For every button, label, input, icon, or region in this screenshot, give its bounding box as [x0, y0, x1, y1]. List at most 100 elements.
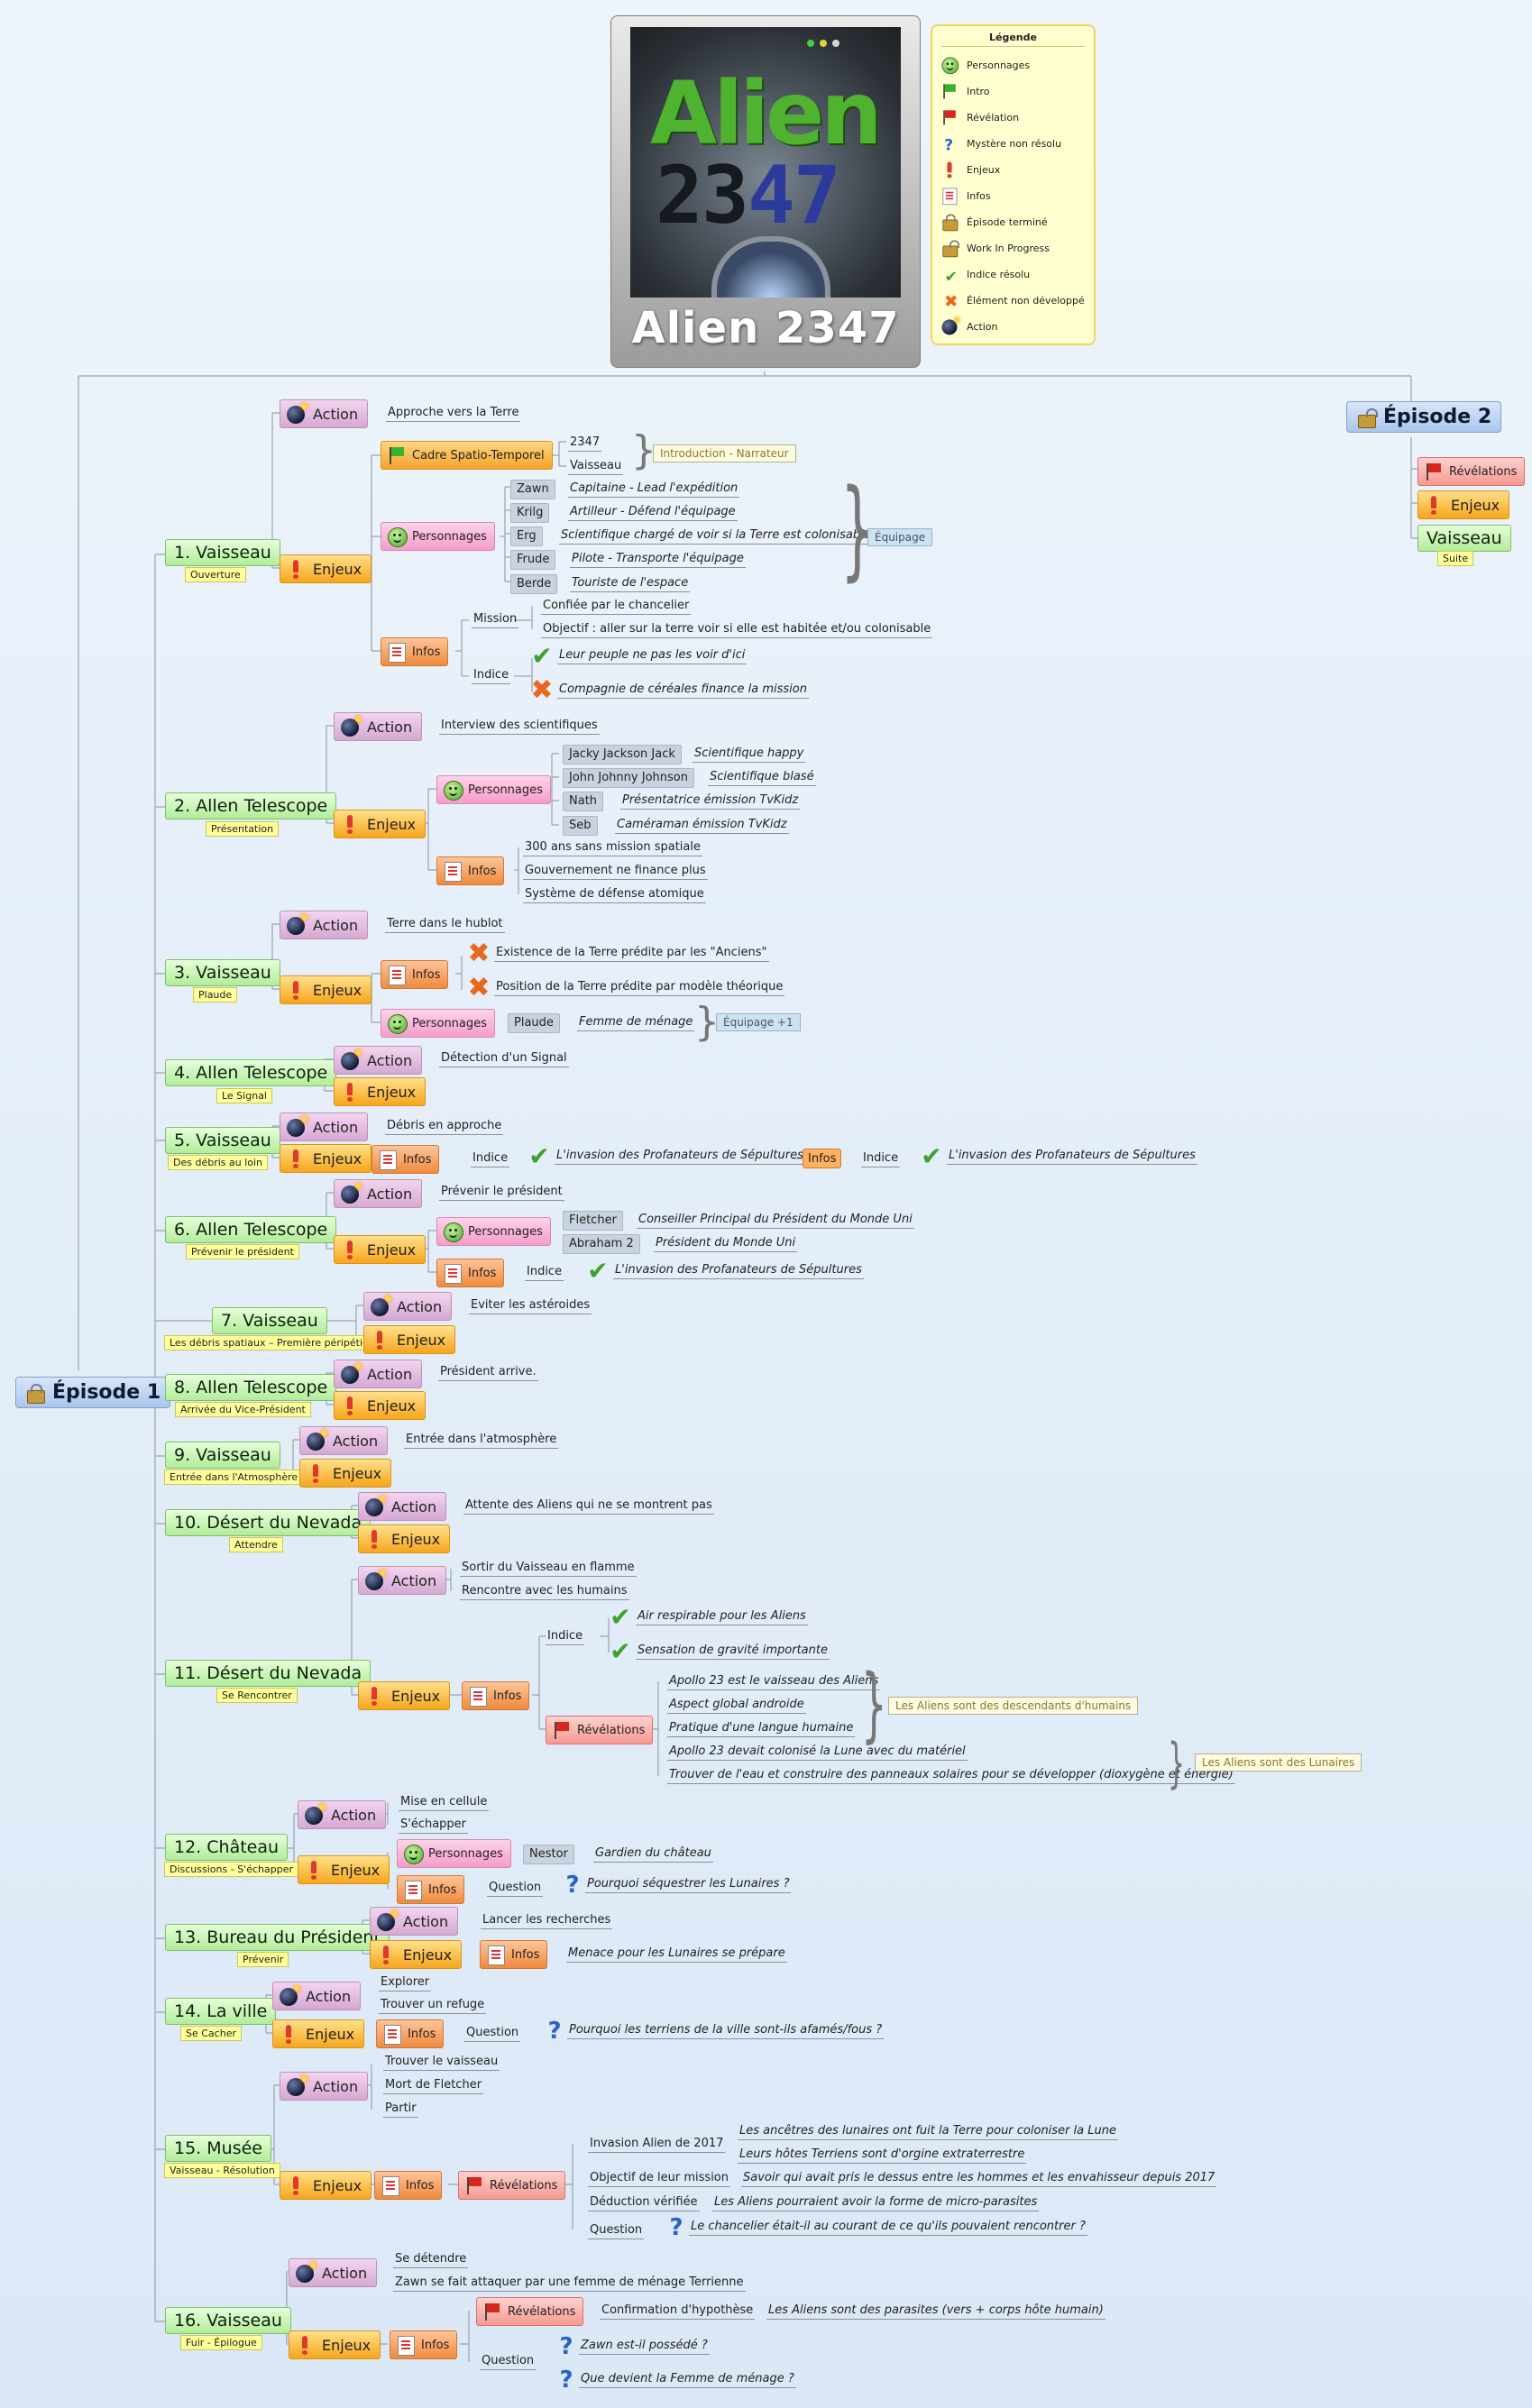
enjeux-node[interactable]: Enjeux	[280, 975, 372, 1004]
action-node[interactable]: Action	[334, 1179, 423, 1208]
character-chip: Seb	[563, 816, 598, 836]
chapter-7[interactable]: 7. Vaisseau	[212, 1307, 327, 1334]
episode-1-node[interactable]: Épisode 1	[15, 1377, 171, 1408]
enjeux-node[interactable]: Enjeux	[334, 1391, 427, 1420]
action-node[interactable]: Action	[334, 1360, 423, 1388]
led-light	[832, 40, 839, 47]
chapter-10[interactable]: 10. Désert du Nevada	[165, 1509, 372, 1536]
chapter-3[interactable]: 3. Vaisseau	[165, 959, 280, 986]
enjeux-node[interactable]: Enjeux	[334, 1235, 427, 1264]
chapter-1[interactable]: 1. Vaisseau	[165, 539, 280, 566]
chapter-2[interactable]: 2. Allen Telescope	[165, 792, 337, 819]
infos-node[interactable]: Infos	[803, 1149, 842, 1168]
action-node[interactable]: Action	[334, 1046, 423, 1075]
personnages-node[interactable]: Personnages	[436, 1217, 551, 1246]
action-node[interactable]: Action	[358, 1566, 447, 1595]
chapter-9[interactable]: 9. Vaisseau	[165, 1442, 280, 1469]
episode-2-revelations[interactable]: Révélations	[1417, 457, 1526, 486]
enjeux-node[interactable]: Enjeux	[363, 1325, 456, 1354]
branch-label: Indice	[861, 1151, 901, 1167]
personnages-node[interactable]: Personnages	[397, 1839, 511, 1868]
action-node[interactable]: Action	[272, 1982, 362, 2010]
action-text: Partir	[383, 2101, 418, 2118]
branch-label: Indice	[525, 1265, 564, 1281]
personnages-node[interactable]: Personnages	[381, 522, 495, 551]
green-flag-icon	[941, 83, 959, 100]
chapter-13[interactable]: 13. Bureau du Président	[165, 1924, 390, 1951]
memo-icon	[486, 1945, 506, 1965]
enjeux-node[interactable]: Enjeux	[280, 554, 372, 583]
action-node[interactable]: Action	[370, 1907, 459, 1936]
check-icon: ✔	[587, 1256, 609, 1286]
action-node[interactable]: Action	[289, 2258, 378, 2287]
memo-icon	[941, 188, 959, 206]
infos-node[interactable]: Infos	[397, 1875, 465, 1904]
chapter-note: Se Rencontrer	[216, 1688, 298, 1703]
episode-2-vaisseau[interactable]: Vaisseau	[1417, 525, 1511, 552]
enjeux-node[interactable]: Enjeux	[280, 1144, 372, 1173]
infos-node[interactable]: Infos	[381, 637, 449, 666]
chapter-note: Entrée dans l'Atmosphère	[164, 1470, 304, 1485]
cadre-node[interactable]: Cadre Spatio-Temporel	[381, 441, 553, 470]
chapter-14[interactable]: 14. La ville	[165, 1998, 277, 2025]
enjeux-node[interactable]: Enjeux	[358, 1524, 451, 1553]
revelation-text: Apollo 23 devait colonisé la Lune avec d…	[667, 1744, 968, 1761]
character-chip: Nath	[563, 792, 604, 811]
chapter-note: Présentation	[206, 821, 280, 837]
action-node[interactable]: Action	[280, 1112, 369, 1141]
enjeux-node[interactable]: Enjeux	[370, 1940, 463, 1969]
infos-node[interactable]: Infos	[376, 2019, 445, 2048]
infos-node[interactable]: Infos	[372, 1145, 440, 1174]
infos-node[interactable]: Infos	[480, 1940, 548, 1969]
revelations-node[interactable]: Révélations	[458, 2171, 566, 2200]
enjeux-node[interactable]: Enjeux	[299, 1459, 392, 1488]
bomb-icon	[286, 1116, 307, 1137]
infos-node[interactable]: Infos	[374, 2171, 443, 2200]
enjeux-node[interactable]: Enjeux	[358, 1681, 451, 1710]
action-node[interactable]: Action	[280, 399, 369, 428]
action-node[interactable]: Action	[280, 2072, 369, 2101]
chapter-16[interactable]: 16. Vaisseau	[165, 2307, 291, 2334]
personnages-node[interactable]: Personnages	[381, 1009, 495, 1038]
chapter-4[interactable]: 4. Allen Telescope	[165, 1059, 337, 1086]
personnages-node[interactable]: Personnages	[436, 775, 551, 804]
chapter-12[interactable]: 12. Château	[165, 1834, 289, 1861]
enjeux-node[interactable]: Enjeux	[289, 2330, 381, 2359]
chapter-6[interactable]: 6. Allen Telescope	[165, 1216, 337, 1243]
action-node[interactable]: Action	[358, 1492, 447, 1521]
character-chip: John Johnny Johnson	[563, 768, 694, 788]
smiley-icon	[443, 780, 463, 801]
revelations-node[interactable]: Révélations	[546, 1716, 654, 1744]
revelations-node[interactable]: Révélations	[476, 2297, 584, 2326]
enjeux-node[interactable]: Enjeux	[334, 1077, 427, 1106]
chapter-5[interactable]: 5. Vaisseau	[165, 1127, 280, 1154]
action-node[interactable]: Action	[334, 712, 423, 741]
infos-node[interactable]: Infos	[381, 960, 449, 989]
bomb-icon	[340, 716, 362, 737]
memo-icon	[443, 861, 463, 882]
exclamation-icon	[279, 2024, 298, 2044]
action-text: Trouver le vaisseau	[383, 2055, 500, 2071]
revelation-text: Pratique d'une langue humaine	[667, 1721, 856, 1737]
infos-node[interactable]: Infos	[462, 1681, 530, 1710]
action-node[interactable]: Action	[280, 911, 369, 939]
infos-node[interactable]: Infos	[390, 2330, 458, 2359]
enjeux-node[interactable]: Enjeux	[334, 810, 427, 838]
infos-node[interactable]: Infos	[436, 1259, 505, 1287]
action-node[interactable]: Action	[363, 1292, 453, 1321]
action-node[interactable]: Action	[299, 1426, 389, 1455]
question-item: ?Le chancelier était-il au courant de ce…	[667, 2216, 1087, 2239]
enjeux-node[interactable]: Enjeux	[298, 1855, 390, 1884]
episode-2-node[interactable]: Épisode 2	[1346, 401, 1502, 433]
chapter-8[interactable]: 8. Allen Telescope	[165, 1374, 337, 1401]
chapter-15[interactable]: 15. Musée	[165, 2135, 271, 2162]
action-node[interactable]: Action	[298, 1800, 387, 1829]
chapter-11[interactable]: 11. Désert du Nevada	[165, 1660, 372, 1687]
enjeux-node[interactable]: Enjeux	[272, 2019, 365, 2048]
episode-2-enjeux[interactable]: Enjeux	[1417, 490, 1510, 519]
enjeux-node[interactable]: Enjeux	[280, 2171, 372, 2200]
character-desc: Capitaine - Lead l'expédition	[568, 481, 740, 498]
infos-node[interactable]: Infos	[436, 856, 505, 885]
action-text: Zawn se fait attaquer par une femme de m…	[393, 2275, 746, 2292]
exclamation-icon	[340, 1396, 360, 1415]
